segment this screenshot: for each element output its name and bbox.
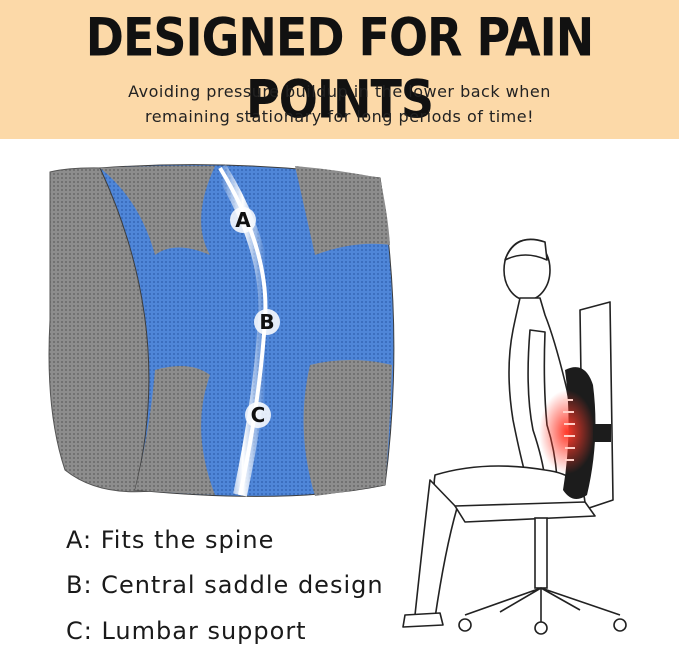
feature-central-saddle: B: Central saddle design: [66, 571, 384, 599]
chair-seat: [454, 501, 596, 523]
cushion-panel-bottom-right: [303, 360, 392, 496]
chair-wheels: [458, 618, 627, 635]
cushion-panel-top-right: [295, 166, 390, 255]
feature-fits-spine: A: Fits the spine: [66, 526, 275, 554]
pain-glow: [539, 390, 595, 474]
point-a-marker: [230, 207, 256, 233]
cushion-panel-top-left: [100, 165, 215, 255]
cushion-panel-bottom-left: [135, 366, 215, 495]
chair-base: [464, 517, 621, 622]
point-c-label: C: [251, 403, 266, 427]
lower-leg: [414, 479, 458, 619]
point-a-label: A: [235, 208, 251, 232]
header-banner: DESIGNED FOR PAIN POINTS Avoiding pressu…: [0, 0, 679, 139]
chair-strap: [593, 424, 611, 442]
page-title: DESIGNED FOR PAIN POINTS: [85, 5, 594, 131]
subtitle-line-1: Avoiding pressure buildup in the lower b…: [128, 82, 551, 101]
point-b-marker: [254, 309, 280, 335]
lumbar-cushion-illustration: A B C: [48, 164, 395, 497]
spine-vertebrae: [563, 399, 575, 461]
point-c-marker: [245, 402, 271, 428]
subtitle-line-2: remaining stationary for long periods of…: [144, 107, 535, 126]
feature-lumbar-support: C: Lumbar support: [66, 617, 307, 645]
seated-person-illustration: [402, 238, 627, 635]
point-b-label: B: [259, 310, 274, 334]
